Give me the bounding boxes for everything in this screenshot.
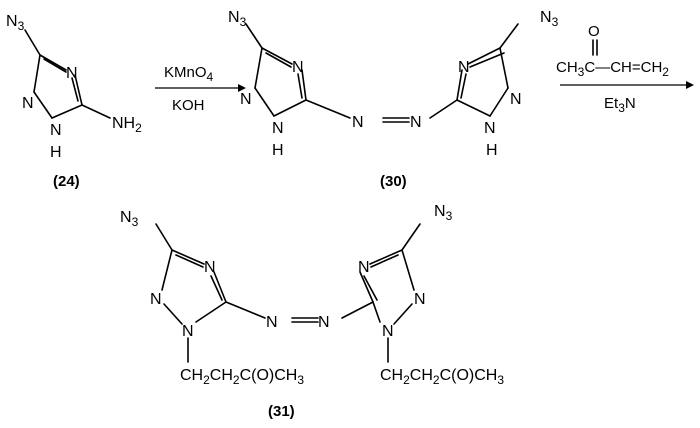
h-right-30: H [486, 142, 498, 159]
chain-right-31: CH2CH2C(O)CH3 [380, 367, 504, 387]
compound-label-31: (31) [268, 403, 295, 420]
azo-30: N [352, 114, 364, 131]
step1-reagent-bottom: KOH [172, 97, 205, 114]
azide-left-30: N3 [228, 9, 247, 29]
ring-n-left-24: N [22, 95, 34, 112]
nh-right-30: N [484, 120, 496, 137]
azo-31b: N [318, 314, 330, 331]
compound-24: N3 N N N H NH2 (24) [6, 13, 142, 190]
compound-31: N3 N3 N N N N N N N N CH2CH2C(O)CH3 CH2C… [120, 203, 504, 420]
n1-left-31: N [182, 323, 194, 340]
n-left-30: N [240, 91, 252, 108]
step2-carbonyl-o: O [588, 23, 600, 40]
nh-left-30: N [272, 120, 284, 137]
step2-arrow: O CH3C—CH=CH2 Et3N [556, 23, 694, 115]
n-right-30: N [510, 91, 522, 108]
amine-label-24: NH2 [112, 115, 142, 135]
azo-30b: N [410, 114, 422, 131]
azide-right-31: N3 [434, 203, 453, 223]
ring-h-24: H [50, 144, 62, 161]
step1-arrow: KMnO4 KOH [155, 64, 246, 114]
ring-n-top-24: N [66, 65, 78, 82]
chain-left-31: CH2CH2C(O)CH3 [180, 367, 304, 387]
azide-right-30: N3 [540, 9, 559, 29]
h-left-30: H [272, 142, 284, 159]
n-left-top-30: N [292, 59, 304, 76]
ring-nh-24: N [50, 122, 62, 139]
compound-label-24: (24) [53, 173, 80, 190]
step1-reagent-top: KMnO4 [164, 64, 214, 84]
n-right-31: N [414, 291, 426, 308]
step2-reagent-bottom: Et3N [604, 95, 636, 115]
n-right-top-30: N [458, 59, 470, 76]
n-left-top-31: N [204, 259, 216, 276]
compound-30: N3 N3 N N N H N N N N N H (30) [228, 9, 559, 190]
n-left-31: N [150, 291, 162, 308]
azo-31: N [266, 314, 278, 331]
compound-label-30: (30) [380, 173, 407, 190]
step2-reagent-top: CH3C—CH=CH2 [556, 59, 669, 79]
azide-label-24: N3 [6, 13, 25, 33]
azide-left-31: N3 [120, 209, 139, 229]
n-right-top-31: N [358, 259, 370, 276]
n1-right-31: N [382, 323, 394, 340]
